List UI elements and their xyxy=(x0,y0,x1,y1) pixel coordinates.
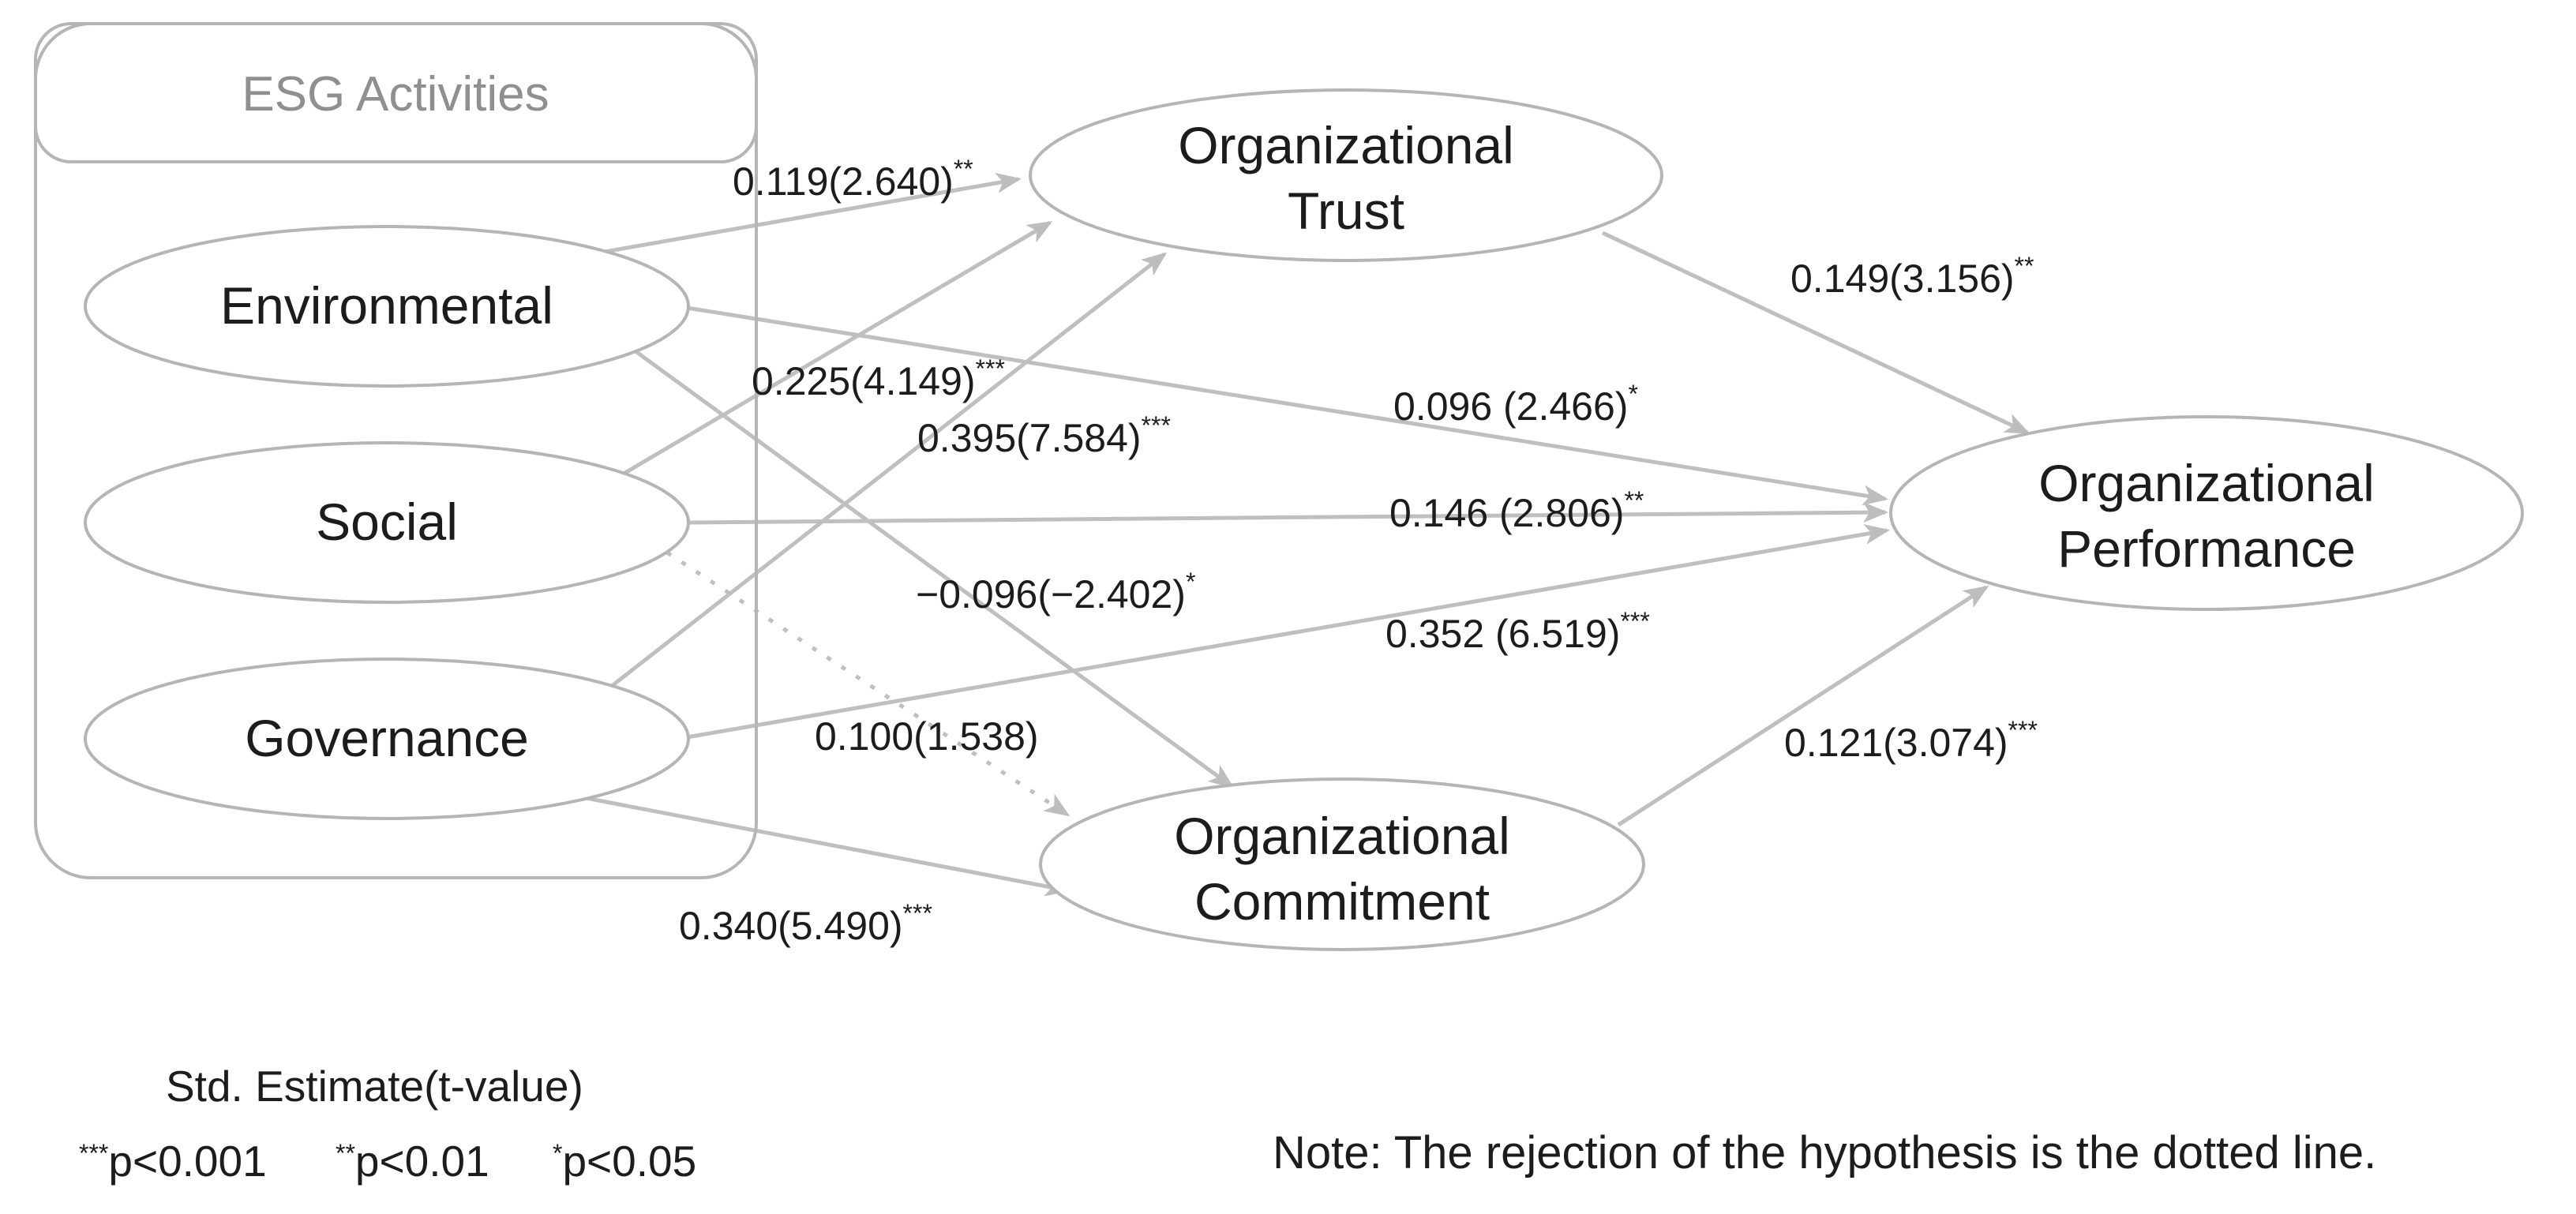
node-governance: Governance xyxy=(84,658,690,820)
organizational-performance-ellipse xyxy=(1889,415,2524,611)
path-trust-to-performance xyxy=(1601,230,2030,435)
path-environmental-to-performance xyxy=(686,305,1888,506)
path-line xyxy=(599,173,1022,255)
path-label-trust-perf: 0.149(3.156)** xyxy=(1790,252,2034,301)
path-label-soc-trust: 0.225(4.149)*** xyxy=(752,354,1005,403)
path-governance-to-trust xyxy=(610,252,1168,688)
social-label: Social xyxy=(316,493,458,551)
social-ellipse xyxy=(84,441,690,604)
organizational-trust-label-line2: Trust xyxy=(1288,182,1404,240)
path-label-gov-commit: 0.340(5.490)*** xyxy=(679,899,932,948)
path-label-gov-perf: 0.352 (6.519)*** xyxy=(1385,607,1650,656)
organizational-commitment-label-line2: Commitment xyxy=(1194,872,1490,931)
node-organizational-commitment: Organizational Commitment xyxy=(1039,777,1645,951)
governance-label: Governance xyxy=(245,709,529,767)
esg-group-title: ESG Activities xyxy=(242,67,549,122)
organizational-trust-ellipse xyxy=(1029,88,1663,262)
node-environmental: Environmental xyxy=(84,225,690,388)
path-label-soc-perf: 0.146 (2.806)** xyxy=(1389,486,1644,535)
path-social-to-performance xyxy=(686,502,1888,525)
organizational-performance-label-line2: Performance xyxy=(2057,519,2356,578)
path-label-env-perf: 0.096 (2.466)* xyxy=(1393,380,1638,429)
organizational-commitment-ellipse xyxy=(1039,777,1645,951)
path-label-env-trust: 0.119(2.640)** xyxy=(733,155,973,204)
organizational-trust-label-line1: Organizational xyxy=(1178,116,1514,174)
environmental-label: Environmental xyxy=(220,276,553,335)
path-line xyxy=(686,305,1888,506)
legend-sig-level-1: **p<0.01 xyxy=(336,1137,489,1186)
path-label-env-commit: −0.096(−2.402)* xyxy=(916,568,1195,616)
path-label-gov-trust: 0.395(7.584)*** xyxy=(917,411,1171,460)
node-organizational-performance: Organizational Performance xyxy=(1889,415,2524,611)
path-commitment-to-performance xyxy=(1617,585,1989,827)
path-line xyxy=(585,796,1071,897)
path-line xyxy=(610,252,1168,688)
path-social-to-trust xyxy=(622,220,1053,476)
organizational-commitment-label-line1: Organizational xyxy=(1174,807,1510,865)
legend-sig-level-0: ***p<0.001 xyxy=(79,1137,267,1186)
path-line xyxy=(1617,585,1989,827)
path-governance-to-performance xyxy=(686,523,1890,740)
path-line xyxy=(634,349,1235,789)
dotted-line-note: Note: The rejection of the hypothesis is… xyxy=(1273,1127,2376,1178)
path-label-commit-perf: 0.121(3.074)*** xyxy=(1784,716,2038,765)
legend-estimate-note: Std. Estimate(t-value) xyxy=(166,1062,583,1111)
esg-group-title-box xyxy=(34,22,758,163)
path-label-soc-commit: 0.100(1.538) xyxy=(815,714,1039,759)
organizational-performance-label-line1: Organizational xyxy=(2038,454,2375,512)
path-environmental-to-commitment xyxy=(634,349,1235,789)
governance-ellipse xyxy=(84,658,690,820)
path-governance-to-commitment xyxy=(585,796,1071,897)
node-organizational-trust: Organizational Trust xyxy=(1029,88,1663,262)
path-line xyxy=(686,523,1890,740)
path-environmental-to-trust xyxy=(599,173,1022,255)
environmental-ellipse xyxy=(84,225,690,388)
path-line xyxy=(686,502,1888,525)
path-line xyxy=(622,220,1053,476)
legend-sig-level-2: *p<0.05 xyxy=(553,1137,696,1186)
node-social: Social xyxy=(84,441,690,604)
path-line xyxy=(1601,230,2030,435)
